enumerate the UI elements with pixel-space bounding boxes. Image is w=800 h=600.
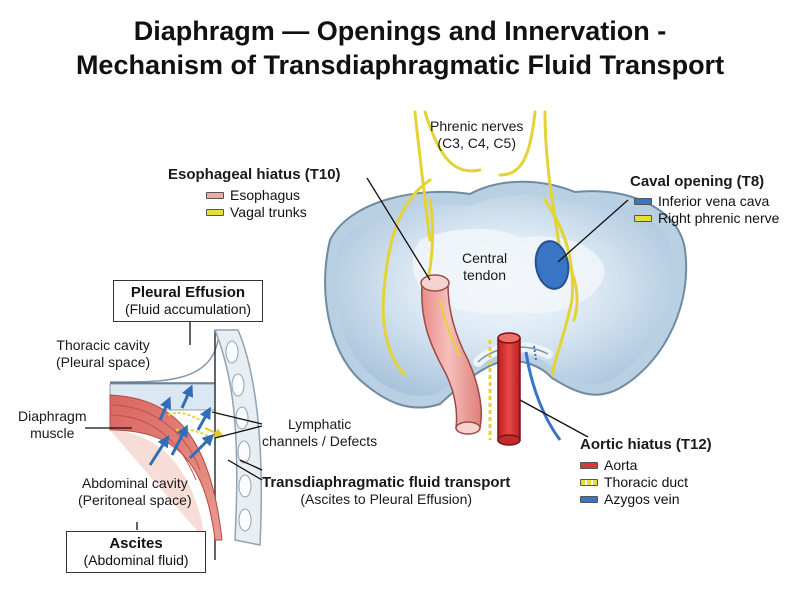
legend-item-ivc: Inferior vena cava bbox=[634, 193, 779, 210]
esophageal-hiatus-heading: Esophageal hiatus (T10) bbox=[168, 166, 341, 183]
aorta bbox=[497, 332, 521, 446]
aortic-hiatus-legend: Aorta Thoracic duct Azygos vein bbox=[580, 457, 688, 508]
caval-opening-heading: Caval opening (T8) bbox=[630, 173, 765, 190]
ascites-box: Ascites (Abdominal fluid) bbox=[66, 531, 206, 573]
abdominal-cavity-label: Abdominal cavity (Peritoneal space) bbox=[78, 475, 192, 508]
inset-panel bbox=[109, 329, 263, 560]
lymphatic-channels-label: Lymphatic channels / Defects bbox=[262, 416, 378, 449]
inferior-vena-cava bbox=[534, 240, 570, 290]
thoracic-cavity-label: Thoracic cavity (Pleural space) bbox=[56, 337, 151, 370]
diaphragm-muscle-label: Diaphragm muscle bbox=[18, 408, 87, 441]
thoracic-duct-swatch bbox=[580, 479, 598, 486]
pointer-lines bbox=[366, 177, 629, 438]
legend-item-thoracic-duct: Thoracic duct bbox=[580, 474, 688, 491]
azygos-vein bbox=[524, 351, 562, 441]
page-title-line-2: Mechanism of Transdiaphragmatic Fluid Tr… bbox=[75, 50, 725, 80]
legend-item-right-phrenic-nerve: Right phrenic nerve bbox=[634, 210, 779, 227]
azygos-swatch bbox=[580, 496, 598, 503]
transport-label: Transdiaphragmatic fluid transport (Asci… bbox=[262, 474, 511, 507]
legend-item-esophagus: Esophagus bbox=[206, 187, 307, 204]
aortic-hiatus-heading: Aortic hiatus (T12) bbox=[580, 436, 712, 453]
phrenic-nerves bbox=[381, 110, 579, 377]
caval-opening-legend: Inferior vena cava Right phrenic nerve bbox=[634, 193, 779, 227]
esophagus bbox=[420, 274, 483, 435]
legend-item-vagal-trunks: Vagal trunks bbox=[206, 204, 307, 221]
legend-item-aorta: Aorta bbox=[580, 457, 688, 474]
phrenic-nerves-label: Phrenic nerves (C3, C4, C5) bbox=[430, 118, 524, 151]
right-phrenic-swatch bbox=[634, 215, 652, 222]
pleural-effusion-box: Pleural Effusion (Fluid accumulation) bbox=[113, 280, 263, 322]
legend-item-azygos-vein: Azygos vein bbox=[580, 491, 688, 508]
ivc-swatch bbox=[634, 198, 652, 205]
page-title-line-1: Diaphragm — Openings and Innervation - bbox=[133, 16, 667, 46]
aorta-swatch bbox=[580, 462, 598, 469]
esophagus-swatch bbox=[206, 192, 224, 199]
central-tendon-label: Central tendon bbox=[462, 250, 508, 283]
inset-pointer-lines bbox=[85, 320, 263, 530]
esophageal-hiatus-legend: Esophagus Vagal trunks bbox=[206, 187, 307, 221]
vagal-trunks-swatch bbox=[206, 209, 224, 216]
